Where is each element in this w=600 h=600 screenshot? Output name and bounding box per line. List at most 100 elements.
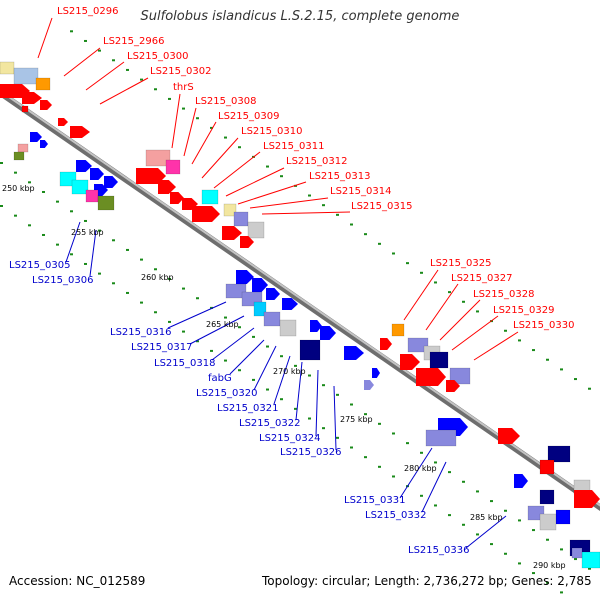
tick-dot	[406, 262, 409, 265]
gene-arrow[interactable]	[170, 192, 184, 204]
gene-arrow[interactable]	[282, 298, 298, 310]
gene-feature[interactable]	[539, 513, 557, 531]
gene-arrow[interactable]	[70, 126, 90, 138]
gene-label[interactable]: LS215_0325	[430, 258, 491, 269]
gene-arrow[interactable]	[574, 490, 600, 508]
gene-arrow[interactable]	[40, 100, 52, 110]
gene-arrow[interactable]	[240, 236, 254, 248]
gene-feature[interactable]	[539, 489, 555, 505]
gene-arrow[interactable]	[22, 92, 42, 104]
gene-label[interactable]: LS215_0316	[110, 327, 171, 338]
gene-label[interactable]: LS215_0328	[473, 289, 534, 300]
gene-feature[interactable]	[555, 509, 571, 525]
gene-arrow[interactable]	[76, 160, 92, 172]
gene-feature[interactable]	[247, 221, 265, 239]
gene-feature[interactable]	[233, 211, 249, 227]
gene-label[interactable]: LS215_0296	[57, 6, 118, 17]
gene-arrow[interactable]	[320, 326, 336, 340]
gene-feature[interactable]	[0, 61, 15, 75]
gene-label[interactable]: LS215_0320	[196, 388, 257, 399]
gene-feature[interactable]	[547, 445, 571, 463]
gene-feature[interactable]	[13, 151, 25, 161]
gene-label[interactable]: LS215_0318	[154, 358, 215, 369]
gene-label[interactable]: LS215_0306	[32, 275, 93, 286]
gene-label[interactable]: LS215_0310	[241, 126, 302, 137]
gene-arrow[interactable]	[446, 380, 460, 392]
gene-feature[interactable]	[425, 429, 457, 447]
gene-arrow[interactable]	[416, 368, 446, 386]
gene-label[interactable]: LS215_0317	[131, 342, 192, 353]
gene-arrow[interactable]	[252, 278, 268, 292]
gene-feature[interactable]	[21, 105, 29, 113]
gene-arrow[interactable]	[104, 176, 118, 188]
gene-arrow[interactable]	[192, 206, 220, 222]
gene-feature[interactable]	[449, 367, 471, 385]
gene-label[interactable]: fabG	[208, 373, 232, 384]
gene-feature[interactable]	[571, 547, 583, 559]
tick-dot	[112, 239, 115, 242]
tick-dot	[588, 567, 591, 570]
gene-feature[interactable]	[35, 77, 51, 91]
gene-feature[interactable]	[17, 143, 29, 153]
gene-arrow[interactable]	[344, 346, 364, 360]
gene-arrow[interactable]	[372, 368, 380, 378]
gene-feature[interactable]	[71, 179, 89, 195]
gene-label[interactable]: LS215_0314	[330, 186, 391, 197]
gene-feature[interactable]	[407, 337, 429, 353]
gene-arrow[interactable]	[236, 270, 254, 284]
gene-label[interactable]: LS215_0331	[344, 495, 405, 506]
gene-feature[interactable]	[279, 319, 297, 337]
gene-label[interactable]: LS215_0300	[127, 51, 188, 62]
gene-feature[interactable]	[429, 351, 449, 369]
gene-feature[interactable]	[223, 203, 237, 217]
gene-label[interactable]: LS215_0321	[217, 403, 278, 414]
gene-label[interactable]: LS215_0330	[513, 320, 574, 331]
gene-arrow[interactable]	[498, 428, 520, 444]
gene-feature[interactable]	[263, 311, 281, 327]
gene-arrow[interactable]	[380, 338, 392, 350]
gene-feature[interactable]	[581, 551, 600, 569]
gene-label[interactable]: LS215_0309	[218, 111, 279, 122]
tick-dot	[420, 451, 423, 454]
gene-label[interactable]: LS215_0313	[309, 171, 370, 182]
gene-label[interactable]: LS215_0322	[239, 418, 300, 429]
gene-arrow[interactable]	[364, 380, 374, 390]
gene-feature[interactable]	[13, 67, 39, 85]
gene-feature[interactable]	[85, 189, 99, 203]
gene-arrow[interactable]	[310, 320, 322, 332]
gene-feature[interactable]	[253, 301, 267, 317]
gene-label[interactable]: LS215_0312	[286, 156, 347, 167]
tick-dot	[168, 277, 171, 280]
gene-label[interactable]: LS215_0315	[351, 201, 412, 212]
gene-feature[interactable]	[299, 339, 321, 361]
tick-dot	[196, 340, 199, 343]
gene-label[interactable]: LS215_0329	[493, 305, 554, 316]
gene-arrow[interactable]	[514, 474, 528, 488]
gene-feature[interactable]	[391, 323, 405, 337]
gene-label[interactable]: LS215_0305	[9, 260, 70, 271]
gene-feature[interactable]	[539, 459, 555, 475]
gene-feature[interactable]	[165, 159, 181, 175]
gene-label[interactable]: LS215_0326	[280, 447, 341, 458]
gene-feature[interactable]	[225, 283, 247, 299]
gene-feature[interactable]	[97, 195, 115, 211]
gene-arrow[interactable]	[266, 288, 280, 300]
gene-arrow[interactable]	[58, 118, 68, 126]
gene-arrow[interactable]	[222, 226, 242, 240]
gene-arrow[interactable]	[400, 354, 420, 370]
gene-label[interactable]: thrS	[173, 82, 194, 93]
gene-label[interactable]: LS215_0327	[451, 273, 512, 284]
gene-label[interactable]: LS215_0302	[150, 66, 211, 77]
gene-label[interactable]: LS215_0336	[408, 545, 469, 556]
gene-feature[interactable]	[145, 149, 171, 167]
gene-feature[interactable]	[201, 189, 219, 205]
gene-label[interactable]: LS215_0311	[263, 141, 324, 152]
gene-label[interactable]: LS215_0324	[259, 433, 320, 444]
gene-label[interactable]: LS215_0308	[195, 96, 256, 107]
gene-arrow[interactable]	[90, 168, 104, 180]
gene-label[interactable]: LS215_0332	[365, 510, 426, 521]
gene-arrow[interactable]	[158, 180, 176, 194]
gene-label[interactable]: LS215_2966	[103, 36, 164, 47]
gene-arrow[interactable]	[40, 140, 48, 148]
gene-arrow[interactable]	[30, 132, 42, 142]
